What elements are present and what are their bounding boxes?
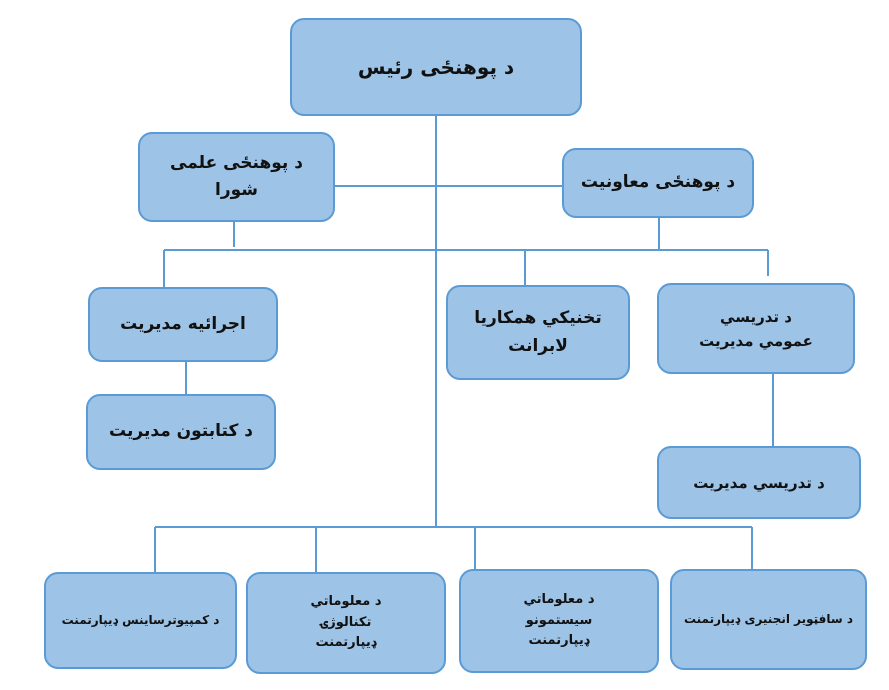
dept-is-label: د معلوماتي سیستمونو ډیپارتمنت bbox=[523, 591, 595, 649]
dept-is-box: د معلوماتي سیستمونو ډیپارتمنت bbox=[459, 569, 659, 673]
deputy-box: د پوهنځی معاونیت bbox=[562, 148, 754, 218]
dept-it-box: د معلوماتي تکنالوژۍ ډیپارتمنت bbox=[246, 572, 446, 674]
general-teaching-label: د تدریسي عمومي مدیریت bbox=[699, 307, 813, 350]
dept-se-box: د سافټویر انجنیری ډیپارتمنت bbox=[670, 569, 867, 670]
dept-cs-box: د کمپیوترساینس ډیپارتمنت bbox=[44, 572, 237, 669]
teaching-box: د تدریسي مدیریت bbox=[657, 446, 861, 519]
library-box: د کتابتون مدیریت bbox=[86, 394, 276, 470]
dean-label: د پوهنځی رئیس bbox=[357, 55, 515, 79]
teaching-label: د تدریسي مدیریت bbox=[693, 473, 825, 492]
dean-box: د پوهنځی رئیس bbox=[290, 18, 582, 116]
dept-cs-label: د کمپیوترساینس ډیپارتمنت bbox=[61, 612, 220, 627]
deputy-label: د پوهنځی معاونیت bbox=[580, 172, 736, 193]
tech-lab-box: تخنیکي همکاریا لابرانت bbox=[446, 285, 630, 380]
library-label: د کتابتون مدیریت bbox=[109, 421, 253, 442]
academic-council-label: د پوهنځی علمی شورا bbox=[170, 152, 303, 200]
dept-se-label: د سافټویر انجنیری ډیپارتمنت bbox=[683, 611, 854, 626]
general-teaching-box: د تدریسي عمومي مدیریت bbox=[657, 283, 855, 374]
academic-council-box: د پوهنځی علمی شورا bbox=[138, 132, 335, 222]
admin-box: اجرائیه مدیریت bbox=[88, 287, 278, 362]
tech-lab-label: تخنیکي همکاریا لابرانت bbox=[474, 308, 602, 356]
admin-label: اجرائیه مدیریت bbox=[120, 313, 246, 334]
dept-it-label: د معلوماتي تکنالوژۍ ډیپارتمنت bbox=[310, 593, 382, 651]
